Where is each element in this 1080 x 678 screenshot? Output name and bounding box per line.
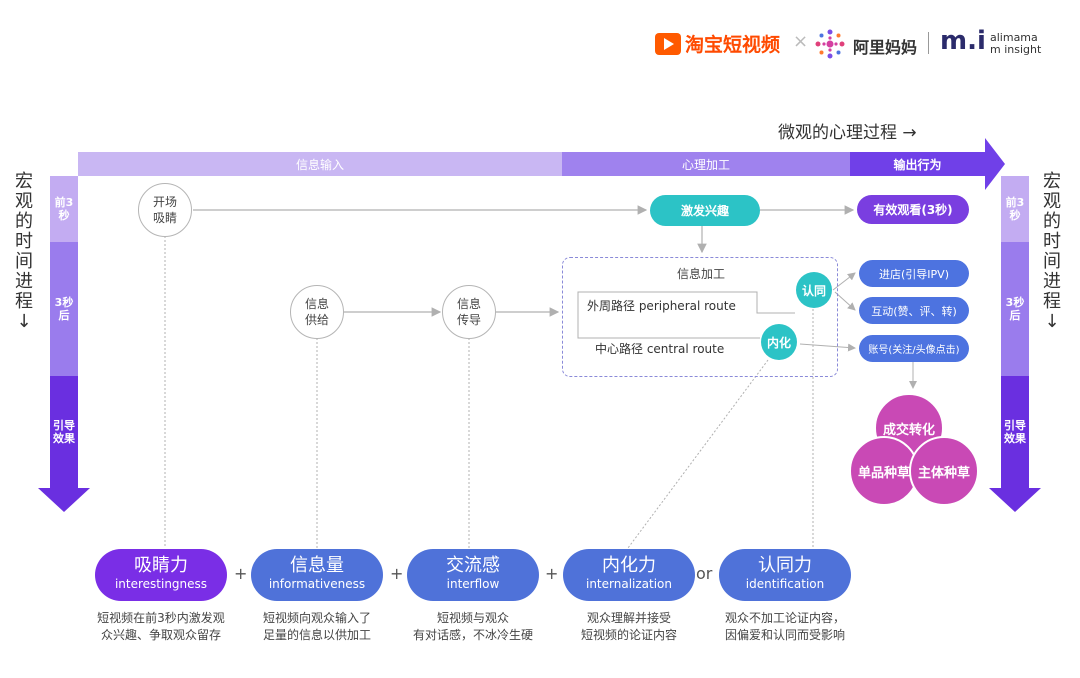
right-axis-title: 宏 观 的 时 间 进 程 ↓ bbox=[1042, 172, 1062, 332]
taobao-logo-text: 淘宝短视频 bbox=[685, 34, 781, 56]
left-seg-after-3s: 3秒后 bbox=[50, 242, 78, 376]
desc-line: 因偏爱和认同而受影响 bbox=[724, 628, 845, 642]
right-axis-char: 的 bbox=[1043, 211, 1061, 232]
left-axis-title: 宏 观 的 时 间 进 程 ↓ bbox=[14, 172, 34, 332]
right-axis-char: 间 bbox=[1043, 251, 1061, 272]
info-process-box bbox=[562, 257, 838, 377]
left-axis-char: 时 bbox=[15, 231, 33, 252]
alimama-flower-icon bbox=[815, 29, 845, 59]
metric-en: interestingness bbox=[114, 577, 208, 591]
info-process-title: 信息加工 bbox=[677, 267, 726, 281]
alimama-logo-text: 阿里妈妈 bbox=[853, 38, 918, 57]
metric-identification: 认同力 identification bbox=[719, 549, 851, 601]
metric-zh: 信息量 bbox=[290, 555, 344, 576]
left-axis-char: 的 bbox=[15, 211, 33, 232]
node-internalize: 内化 bbox=[761, 324, 797, 360]
desc-line: 有对话感，不冰冷生硬 bbox=[412, 628, 533, 642]
metric-zh: 交流感 bbox=[446, 555, 500, 576]
metric-internalization: 内化力 internalization bbox=[563, 549, 695, 601]
right-axis-char: 程 bbox=[1043, 291, 1061, 312]
desc-interflow: 短视频与观众 有对话感，不冰冷生硬 bbox=[388, 610, 558, 644]
micro-process-label: 微观的心理过程 → bbox=[778, 123, 917, 143]
desc-line: 短视频在前3秒内激发观 bbox=[97, 611, 225, 625]
central-route-line bbox=[577, 320, 760, 339]
peripheral-route-line bbox=[577, 291, 795, 320]
node-open-attract: 开场吸睛 bbox=[138, 183, 192, 237]
play-icon bbox=[655, 32, 681, 55]
right-axis-char: 进 bbox=[1043, 271, 1061, 292]
node-identify: 认同 bbox=[796, 272, 832, 308]
right-axis-arrowhead bbox=[989, 488, 1041, 512]
left-axis-char: 间 bbox=[15, 251, 33, 272]
metric-interflow: 交流感 interflow bbox=[407, 549, 539, 601]
metric-zh: 认同力 bbox=[758, 555, 812, 576]
node-store-visit: 进店(引导IPV) bbox=[859, 260, 969, 287]
node-interaction: 互动(赞、评、转) bbox=[859, 297, 969, 324]
desc-line: 众兴趣、争取观众留存 bbox=[100, 628, 221, 642]
right-axis-bar: 前3秒 3秒后 引导效果 bbox=[1001, 176, 1029, 488]
desc-line: 观众不加工论证内容， bbox=[724, 611, 845, 625]
right-seg-after-3s: 3秒后 bbox=[1001, 242, 1029, 376]
mi-logo-subtitle: alimama m insight bbox=[990, 32, 1041, 56]
metric-zh: 内化力 bbox=[602, 555, 656, 576]
desc-internalization: 观众理解并接受 短视频的论证内容 bbox=[544, 610, 714, 644]
desc-identification: 观众不加工论证内容， 因偏爱和认同而受影响 bbox=[700, 610, 870, 644]
mi-logo-text: m.i bbox=[940, 26, 986, 56]
right-axis-char: 宏 bbox=[1043, 171, 1061, 192]
left-seg-first-3s: 前3秒 bbox=[50, 176, 78, 242]
desc-line: 短视频向观众输入了 bbox=[262, 611, 371, 625]
right-axis-char: ↓ bbox=[1044, 311, 1060, 332]
node-item-seeding: 单品种草 bbox=[849, 436, 919, 506]
taobao-video-logo: 淘宝短视频 bbox=[655, 30, 780, 57]
left-axis-bar: 前3秒 3秒后 引导效果 bbox=[50, 176, 78, 488]
metric-zh: 吸睛力 bbox=[134, 555, 188, 576]
node-effective-watch: 有效观看(3秒) bbox=[857, 195, 969, 224]
top-axis-arrowhead bbox=[985, 138, 1005, 190]
right-axis-char: 时 bbox=[1043, 231, 1061, 252]
right-axis-char: 观 bbox=[1043, 191, 1061, 212]
metric-informativeness: 信息量 informativeness bbox=[251, 549, 383, 601]
logo-separator-x: × bbox=[793, 31, 809, 52]
metric-en: informativeness bbox=[268, 577, 366, 591]
left-axis-char: 进 bbox=[15, 271, 33, 292]
metric-en: identification bbox=[745, 577, 825, 591]
metric-en: interflow bbox=[446, 577, 500, 591]
logo-divider bbox=[928, 32, 929, 54]
desc-line: 短视频的论证内容 bbox=[580, 628, 677, 642]
central-route-label: 中心路径 central route bbox=[595, 342, 725, 356]
band-output-behavior: 输出行为 bbox=[850, 152, 985, 176]
desc-line: 观众理解并接受 bbox=[586, 611, 671, 625]
band-mental-process: 心理加工 bbox=[562, 152, 850, 176]
desc-line: 足量的信息以供加工 bbox=[262, 628, 371, 642]
header-logos: 淘宝短视频 × 阿里妈妈 m.i alimama m insight bbox=[650, 22, 1070, 62]
desc-informativeness: 短视频向观众输入了 足量的信息以供加工 bbox=[232, 610, 402, 644]
operator-plus: + bbox=[234, 564, 248, 583]
node-interest: 激发兴趣 bbox=[650, 195, 760, 226]
operator-plus: + bbox=[545, 564, 559, 583]
node-brand-seeding: 主体种草 bbox=[909, 436, 979, 506]
node-info-supply: 信息供给 bbox=[290, 285, 344, 339]
right-seg-first-3s: 前3秒 bbox=[1001, 176, 1029, 242]
left-seg-effect: 引导效果 bbox=[50, 376, 78, 488]
band-info-input: 信息输入 bbox=[78, 152, 562, 176]
left-axis-arrowhead bbox=[38, 488, 90, 512]
node-account: 账号(关注/头像点击) bbox=[859, 335, 969, 362]
left-axis-char: 程 bbox=[15, 291, 33, 312]
operator-plus: + bbox=[390, 564, 404, 583]
operator-or: or bbox=[696, 564, 713, 583]
mi-sub-line2: m insight bbox=[990, 43, 1042, 56]
node-info-guide: 信息传导 bbox=[442, 285, 496, 339]
desc-line: 短视频与观众 bbox=[436, 611, 509, 625]
left-axis-char: ↓ bbox=[16, 311, 32, 332]
mi-sub-line1: alimama bbox=[990, 31, 1038, 44]
metric-interestingness: 吸睛力 interestingness bbox=[95, 549, 227, 601]
right-seg-effect: 引导效果 bbox=[1001, 376, 1029, 488]
desc-interestingness: 短视频在前3秒内激发观 众兴趣、争取观众留存 bbox=[76, 610, 246, 644]
left-axis-char: 观 bbox=[15, 191, 33, 212]
left-axis-char: 宏 bbox=[15, 171, 33, 192]
metric-en: internalization bbox=[585, 577, 672, 591]
peripheral-route-label: 外周路径 peripheral route bbox=[587, 299, 736, 313]
